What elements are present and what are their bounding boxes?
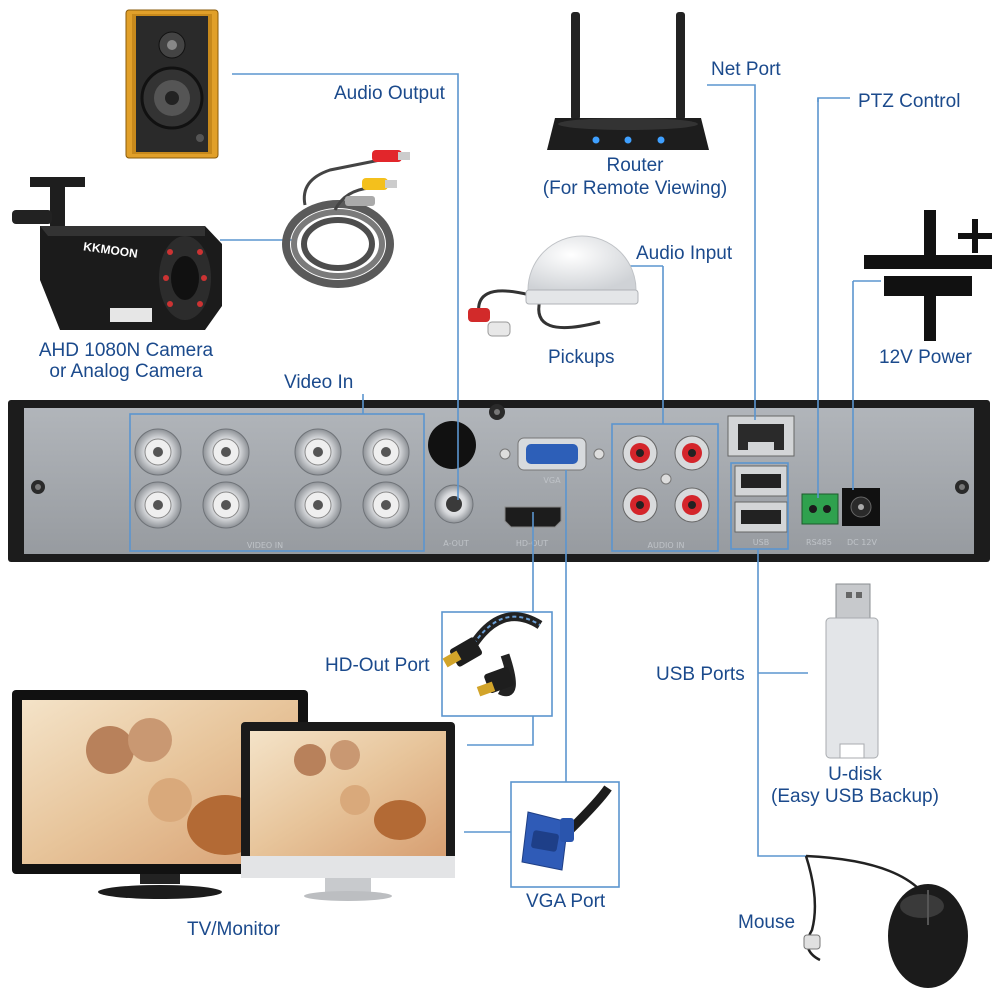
dc-power-symbol — [864, 210, 992, 341]
label-router-sub: (For Remote Viewing) — [542, 178, 728, 199]
bnc-connector — [202, 481, 250, 529]
camera-icon: KKMOON — [12, 177, 222, 330]
bnc-video-inputs — [134, 428, 410, 529]
bnc-connector — [362, 481, 410, 529]
tv-monitor-small — [241, 722, 455, 901]
panel-text-video-in: VIDEO IN — [247, 541, 283, 550]
router-icon — [547, 12, 709, 150]
label-udisk: U-disk — [828, 764, 882, 785]
panel-text-usb: USB — [753, 538, 769, 547]
hdmi-cable-icon — [442, 612, 543, 697]
label-tv-monitor: TV/Monitor — [187, 919, 280, 940]
label-camera: AHD 1080N Camera — [38, 340, 214, 361]
dvr-rear-panel — [8, 400, 990, 562]
label-pickups: Pickups — [548, 347, 615, 368]
label-udisk-sub: (Easy USB Backup) — [771, 786, 939, 807]
bnc-connector — [134, 481, 182, 529]
panel-text-a-out: A-OUT — [443, 539, 469, 548]
vga-cable-icon — [521, 785, 612, 871]
bnc-connector — [202, 428, 250, 476]
label-vga-port: VGA Port — [526, 891, 606, 912]
leader-lines — [220, 73, 881, 857]
panel-text-hd-out: HD-OUT — [516, 539, 548, 548]
net-port — [727, 415, 795, 457]
audio-out-jack — [428, 421, 476, 524]
panel-text-dc12v: DC 12V — [847, 538, 877, 547]
label-usb-ports: USB Ports — [656, 664, 745, 685]
speaker-icon — [125, 9, 219, 159]
label-12v-power: 12V Power — [879, 347, 972, 368]
label-audio-input: Audio Input — [636, 243, 733, 264]
panel-text-vga: VGA — [543, 476, 561, 485]
bnc-connector — [294, 481, 342, 529]
label-video-in: Video In — [284, 372, 354, 393]
mouse-icon — [803, 854, 968, 988]
label-mouse: Mouse — [738, 912, 796, 933]
usb-stick-icon — [825, 583, 879, 759]
bnc-connector — [294, 428, 342, 476]
label-hd-out-port: HD-Out Port — [325, 655, 430, 676]
usb-ports-panel — [734, 465, 788, 533]
audio-inputs — [622, 435, 710, 523]
label-ptz-control: PTZ Control — [858, 91, 961, 112]
highlight-boxes — [129, 413, 789, 888]
pickup-microphone-icon — [468, 235, 639, 337]
panel-text-audio-in: AUDIO IN — [647, 541, 684, 550]
label-net-port: Net Port — [711, 59, 781, 80]
label-audio-output: Audio Output — [334, 83, 445, 104]
bnc-connector — [134, 428, 182, 476]
panel-text-rs485: RS485 — [806, 538, 832, 547]
bnc-connector — [362, 428, 410, 476]
label-camera-sub: or Analog Camera — [49, 361, 203, 382]
rs485-and-dc — [801, 488, 880, 526]
label-router: Router — [606, 155, 664, 176]
bnc-cable-icon — [282, 150, 410, 288]
vga-port — [499, 437, 605, 471]
